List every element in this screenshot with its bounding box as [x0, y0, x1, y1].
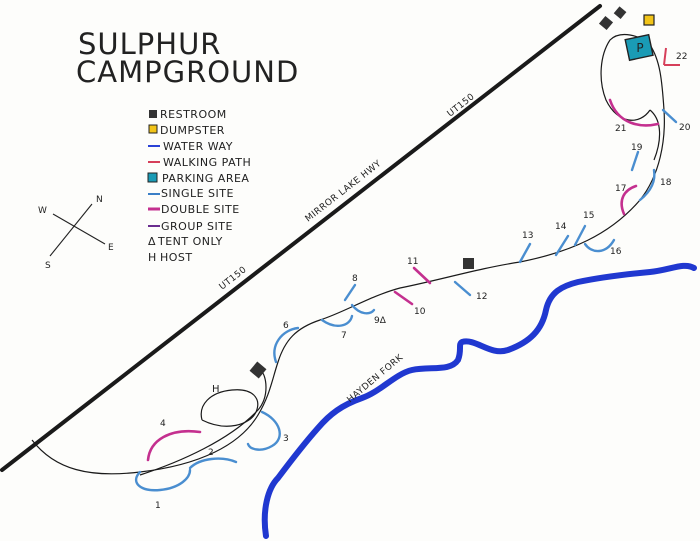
site-number: 19 — [631, 143, 643, 153]
campground-loop-road — [31, 33, 665, 475]
site-number: 18 — [660, 178, 672, 188]
site-12-marker[interactable] — [453, 280, 472, 297]
site-number: 17 — [615, 184, 626, 194]
host-marker: H — [212, 384, 220, 395]
parking-p-icon — [147, 172, 158, 183]
map-title-line-2: CAMPGROUND — [76, 55, 299, 89]
site-number: 6 — [283, 321, 289, 331]
site-8-marker[interactable] — [343, 283, 357, 302]
compass-west: W — [38, 206, 47, 216]
compass-north: N — [96, 195, 103, 205]
legend-group-site-label: GROUP SITE — [161, 220, 233, 233]
map-title-line-1: SULPHUR — [78, 27, 221, 61]
compass-east: E — [108, 243, 114, 253]
site-number: 16 — [610, 247, 622, 257]
svg-text:P: P — [636, 41, 643, 55]
tent-triangle-icon: Δ — [148, 235, 156, 248]
legend-host-label: HOST — [160, 251, 193, 264]
loop-upper-return — [649, 109, 661, 161]
walking-path-22 — [663, 47, 680, 66]
legend-parking-label: PARKING AREA — [162, 172, 249, 185]
site-17-marker[interactable] — [620, 184, 638, 216]
site-15-marker[interactable] — [573, 224, 587, 247]
site-9-marker[interactable] — [350, 303, 376, 315]
legend-restroom-label: RESTROOM — [160, 108, 227, 121]
site-number: 21 — [615, 124, 626, 134]
site-number: 14 — [555, 222, 567, 232]
site-19-marker[interactable] — [630, 150, 640, 172]
site-18-marker[interactable] — [638, 168, 656, 202]
legend-walking-path-label: WALKING PATH — [163, 156, 251, 169]
site-7-marker[interactable] — [320, 314, 354, 327]
site-number: 2 — [208, 448, 214, 458]
site-number: 13 — [522, 231, 533, 241]
site-number: 10 — [414, 307, 426, 317]
site-number: 7 — [341, 331, 347, 341]
site-number: 1 — [155, 501, 161, 511]
site-number: 22 — [676, 52, 687, 62]
compass-south: S — [45, 261, 51, 271]
parking-area-icon: P — [624, 33, 654, 62]
site-number: 3 — [283, 434, 289, 444]
site-number: 9Δ — [374, 316, 387, 326]
dumpster-square-icon — [148, 124, 158, 134]
single-sites — [134, 108, 678, 492]
site-13-marker[interactable] — [518, 242, 532, 264]
restroom-icon — [598, 15, 614, 31]
host-loop — [200, 389, 259, 427]
restroom-square-icon — [149, 110, 157, 118]
legend-single-site-label: SINGLE SITE — [161, 187, 234, 200]
site-number: 11 — [407, 257, 418, 267]
site-number: 12 — [476, 292, 487, 302]
highway-road — [0, 4, 602, 472]
site-3-marker[interactable] — [246, 410, 281, 451]
site-16-marker[interactable] — [583, 238, 616, 253]
site-14-marker[interactable] — [554, 234, 570, 257]
legend-water-way-label: WATER WAY — [163, 140, 233, 153]
site-number: 20 — [679, 123, 691, 133]
host-h-icon: H — [148, 251, 157, 264]
site-6-marker[interactable] — [273, 326, 300, 364]
site-1-marker[interactable] — [134, 468, 192, 492]
dumpster-icon — [643, 14, 655, 26]
site-10-marker[interactable] — [393, 290, 414, 306]
site-number: 15 — [583, 211, 594, 221]
legend-double-site-label: DOUBLE SITE — [161, 203, 240, 216]
compass-rose — [49, 203, 106, 257]
restroom-icon — [249, 361, 267, 379]
double-sites — [146, 98, 660, 462]
site-number: 8 — [352, 274, 358, 284]
loop-lower-spur — [139, 371, 267, 476]
legend-dumpster-label: DUMPSTER — [160, 124, 225, 137]
hayden-fork-river — [261, 262, 697, 539]
road-label-mirror-lake-hwy: MIRROR LAKE HWY — [304, 159, 384, 225]
legend-tent-only-label: TENT ONLY — [157, 235, 223, 248]
site-number: 4 — [160, 419, 166, 429]
legend: RESTROOM DUMPSTER WATER WAY WALKING PATH… — [147, 108, 251, 264]
site-11-marker[interactable] — [412, 266, 432, 285]
site-4-marker[interactable] — [146, 429, 202, 462]
site-numbers: 1 2 3 4 6 7 8 9Δ 10 11 12 13 14 15 16 17… — [155, 52, 691, 511]
restroom-icon — [613, 6, 627, 20]
site-21-marker[interactable] — [608, 98, 660, 127]
site-2-marker[interactable] — [188, 457, 238, 470]
site-20-marker[interactable] — [661, 108, 678, 124]
restroom-icon — [463, 258, 474, 269]
